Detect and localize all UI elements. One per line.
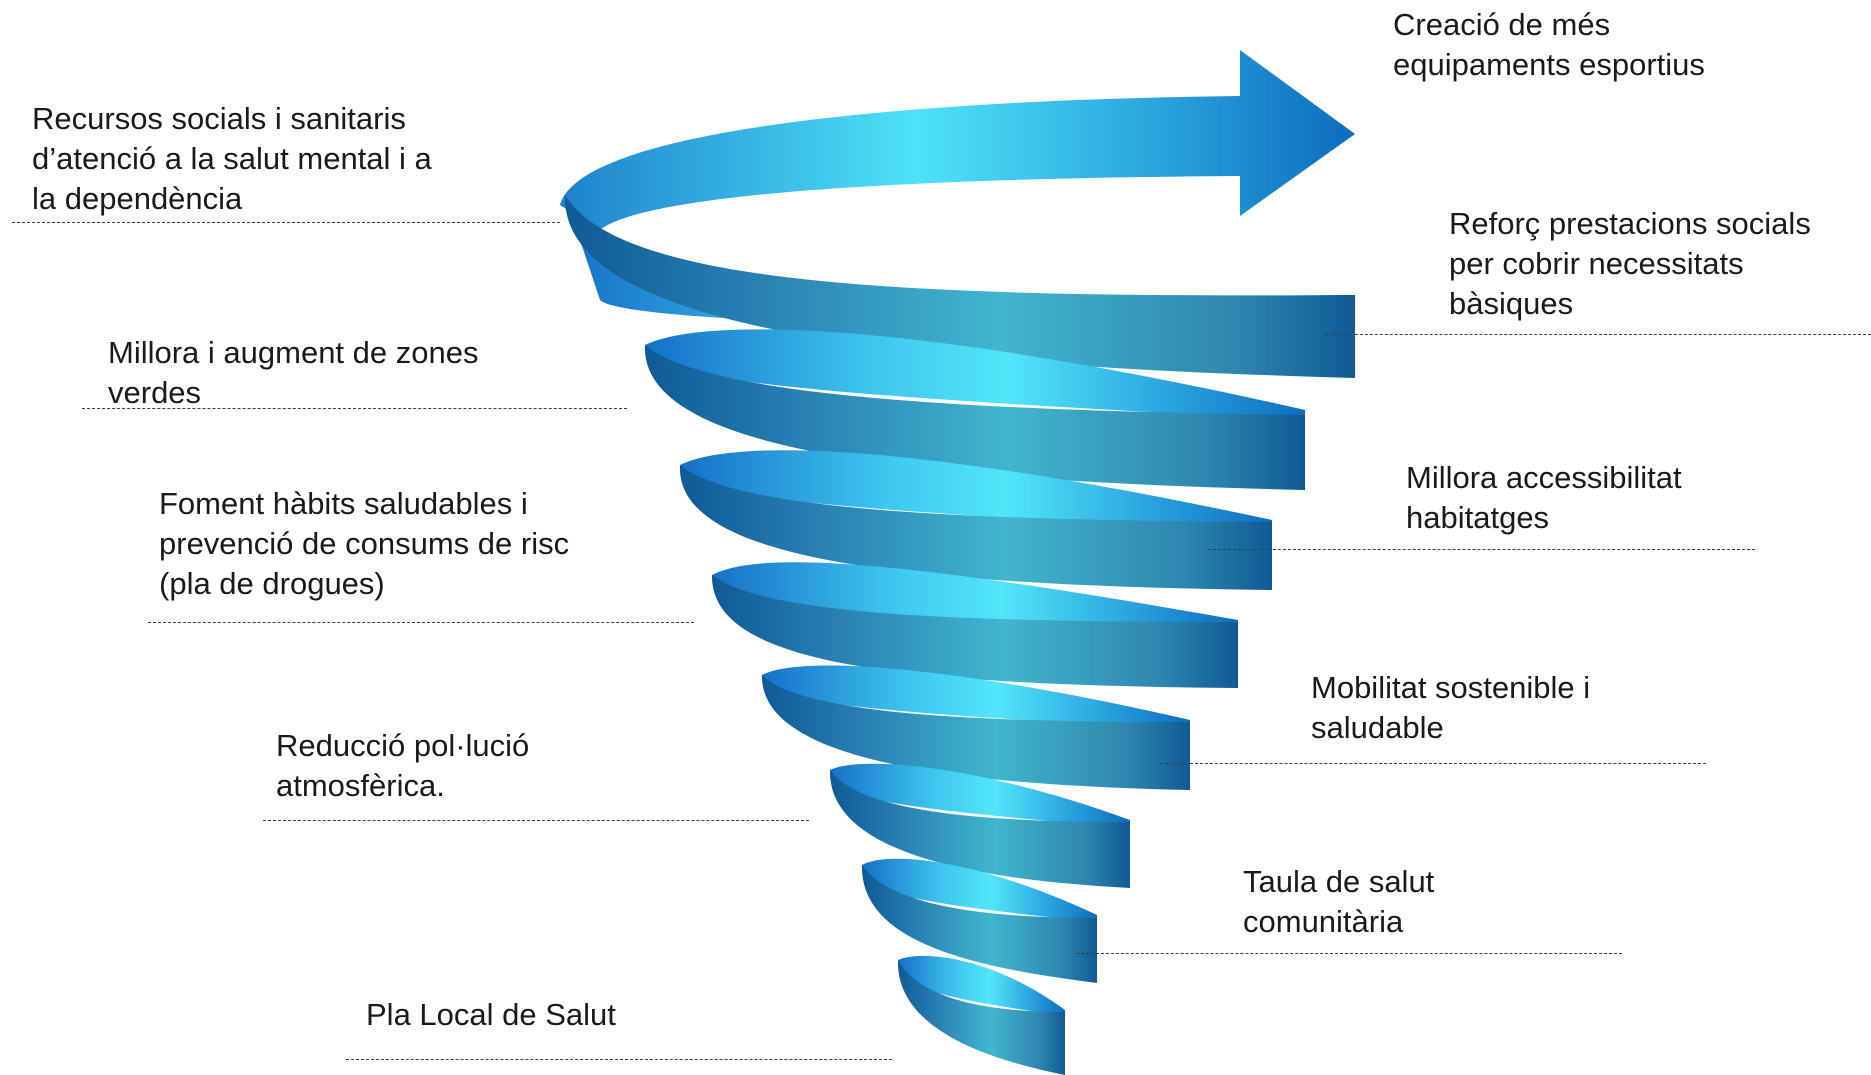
label-mobilitat: Mobilitat sostenible i saludable xyxy=(1311,670,1591,745)
leader-line-recursos xyxy=(12,222,560,223)
spiral-turn-6-back xyxy=(830,763,1130,828)
spiral-turn-1 xyxy=(564,195,1355,378)
label-creacio: Creació de més equipaments esportius xyxy=(1393,7,1705,82)
spiral-turn-8 xyxy=(897,960,1065,1075)
leader-line-accessibilitat xyxy=(1208,549,1755,550)
label-pla: Pla Local de Salut xyxy=(366,997,616,1032)
label-accessibilitat: Millora accessibilitat habitatges xyxy=(1406,460,1682,535)
leader-line-pla xyxy=(346,1059,892,1060)
leader-line-zones xyxy=(82,408,627,409)
spiral-turn-5-back xyxy=(762,665,1190,728)
label-reforc: Reforç prestacions socials per cobrir ne… xyxy=(1449,206,1811,321)
spiral-turn-5 xyxy=(761,675,1190,790)
leader-line-mobilitat xyxy=(1160,763,1706,764)
label-habits: Foment hàbits saludables i prevenció de … xyxy=(159,486,570,601)
leader-line-taula xyxy=(1076,953,1622,954)
spiral-turn-2 xyxy=(644,345,1305,490)
label-zones: Millora i augment de zones verdes xyxy=(108,335,479,410)
label-recursos: Recursos socials i sanitaris d’atenció a… xyxy=(32,101,432,216)
spiral-turn-3 xyxy=(679,465,1272,590)
arrow-head xyxy=(560,50,1355,230)
leader-line-reforc xyxy=(1325,334,1871,335)
spiral-turn-4 xyxy=(711,575,1238,688)
spiral-turn-8-back xyxy=(898,955,1065,1016)
spiral-turn-3-back xyxy=(680,450,1272,530)
spiral-turn-2-back xyxy=(645,329,1305,420)
spiral-turn-7 xyxy=(861,865,1097,983)
spiral-turn-4-back xyxy=(712,562,1238,630)
spiral-turn-7-back xyxy=(862,858,1097,922)
label-taula: Taula de salut comunitària xyxy=(1243,864,1435,939)
leader-line-habits xyxy=(148,622,694,623)
label-pollucio: Reducció pol·lució atmosfèrica. xyxy=(276,728,530,803)
leader-line-pollucio xyxy=(263,820,809,821)
spiral-turn-6 xyxy=(829,770,1130,888)
